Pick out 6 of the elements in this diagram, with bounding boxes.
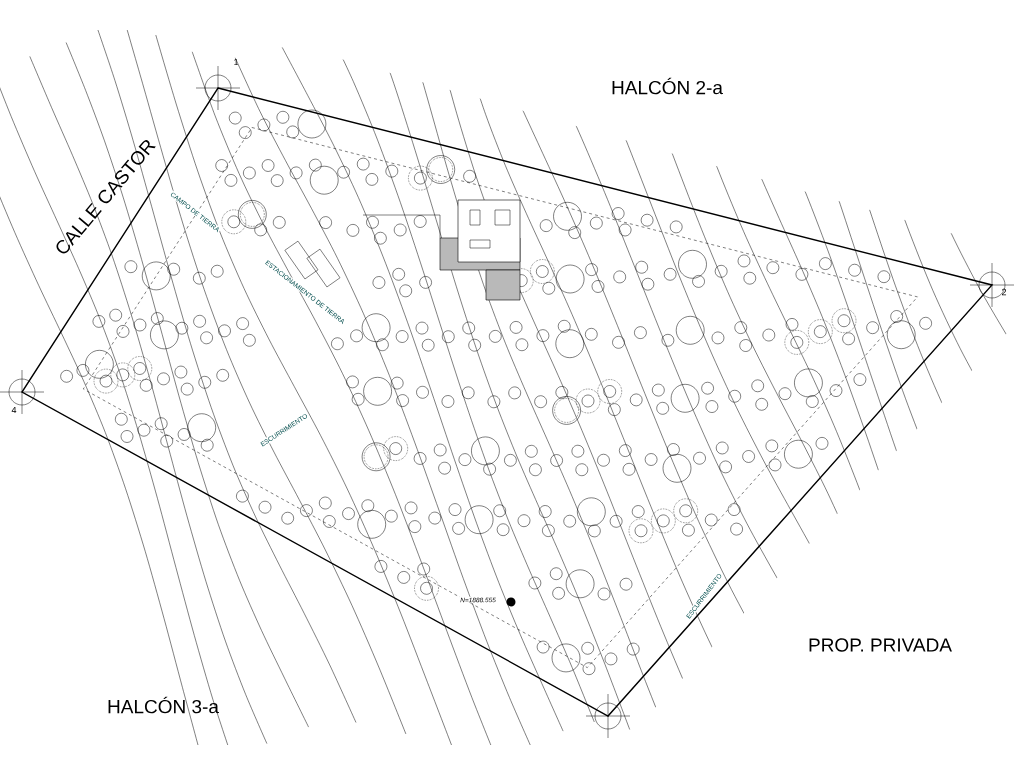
area-name: HALCÓN 3-a: [108, 696, 219, 714]
vertex-number: 4: [11, 406, 17, 414]
area-name: HALCÓN 2-a: [612, 77, 723, 95]
vertex-number: 1: [234, 58, 239, 66]
area-name: PROP. PRIVADA: [809, 638, 952, 652]
vertex-number: 2: [1001, 288, 1007, 296]
